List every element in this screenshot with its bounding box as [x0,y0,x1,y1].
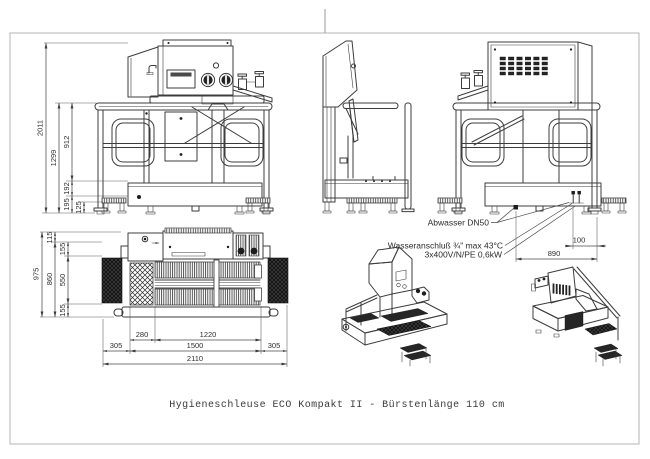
side-bracket [339,157,348,164]
side-hood [322,40,358,108]
ventilation-grid [499,56,548,76]
side-step-grating [346,197,398,214]
dim-total-length: 2110 [187,354,203,363]
dim-depth-front: 115 [45,232,54,244]
knob-right [218,72,234,88]
front-back-panel [164,111,198,162]
connection-fittings [569,191,584,204]
front-handrail-loops [102,118,265,167]
back-view: Abwasser DN50 Wasseranschluß ¾" max 43°C… [388,41,627,262]
dim-basin-height: 192 [62,182,71,195]
turnstile-cap [207,103,229,111]
back-handrail-loops [460,118,593,167]
dim-brush-length: 1220 [200,330,217,339]
dim-step-height: 125 [74,201,83,214]
front-step-right [245,197,271,214]
back-step-right [601,197,627,214]
back-step-left [437,197,463,214]
dim-side-bottom: 155 [58,304,67,317]
back-dimensions: 100 890 [515,208,606,262]
drawing-caption: Hygieneschleuse ECO Kompakt II - Bürsten… [169,399,504,411]
dim-side-left: 305 [110,341,123,350]
side-lid-panel [348,98,359,143]
front-step-left [101,197,127,214]
front-dispenser-assembly [232,71,273,103]
drain-label: Abwasser DN50 [428,218,490,228]
iso-back-step [593,343,623,367]
dim-side-top: 155 [58,243,67,256]
dim-frame-length: 1500 [187,341,204,350]
knob-left [200,72,216,88]
dim-side-right: 305 [268,341,281,350]
dim-total-height: 2011 [36,120,45,136]
front-column [211,109,225,184]
dim-walk-width: 550 [58,274,67,287]
dim-depth-body: 860 [45,273,54,286]
display-panel [166,69,196,89]
dim-rail-to-basin: 912 [62,136,71,149]
floor-brush-bottom [154,288,261,306]
side-turnstile-arm [342,102,399,109]
faucet-icon [148,65,157,74]
electric-cabinet [487,41,593,111]
dim-rail-height: 1299 [49,150,58,167]
side-view [322,40,415,214]
floor-brush-top [154,261,261,279]
plan-base-plate [113,306,279,318]
front-view: 2011 1299 912 192 195 125 [36,39,274,215]
back-basin [484,182,602,215]
drain-outlet [513,205,518,210]
front-basin [127,182,263,215]
plan-view: 975 115 860 155 550 155 280 1220 305 150… [32,227,289,367]
sheet-frame [9,9,640,445]
dim-conn-width: 890 [548,249,561,258]
back-column [522,109,560,184]
front-dimensions: 2011 1299 912 192 195 125 [36,42,128,214]
iso-view-back [531,266,623,367]
plan-dimensions: 975 115 860 155 550 155 280 1220 305 150… [32,232,288,367]
side-knob [351,63,356,69]
iso-view-front [341,246,448,367]
iso-front-step [399,343,432,367]
front-control-cabinet [127,39,234,98]
grating-plate [129,262,154,306]
plan-brush-area [101,257,289,308]
side-brush-left [101,257,123,304]
front-top-rail [94,102,273,111]
dim-depth-total: 975 [32,268,41,281]
water-label: Wasseranschluß ¾" max 43°C [388,241,503,251]
dim-conn-offset: 100 [573,236,586,245]
back-posts [451,109,602,215]
back-dispenser-assembly [457,70,489,101]
side-basin [324,176,409,199]
dim-brush-offset: 280 [136,330,149,339]
power-label: 3x400V/N/PE 0,6kW [425,250,502,260]
plan-housing [120,227,271,262]
dim-base-height: 195 [62,198,71,211]
turnstile-arms [184,106,252,144]
iso-vent-slots [552,283,571,296]
side-brush-right [267,257,289,304]
pilot-light [212,62,220,69]
iso-dispenser-box [411,286,430,304]
